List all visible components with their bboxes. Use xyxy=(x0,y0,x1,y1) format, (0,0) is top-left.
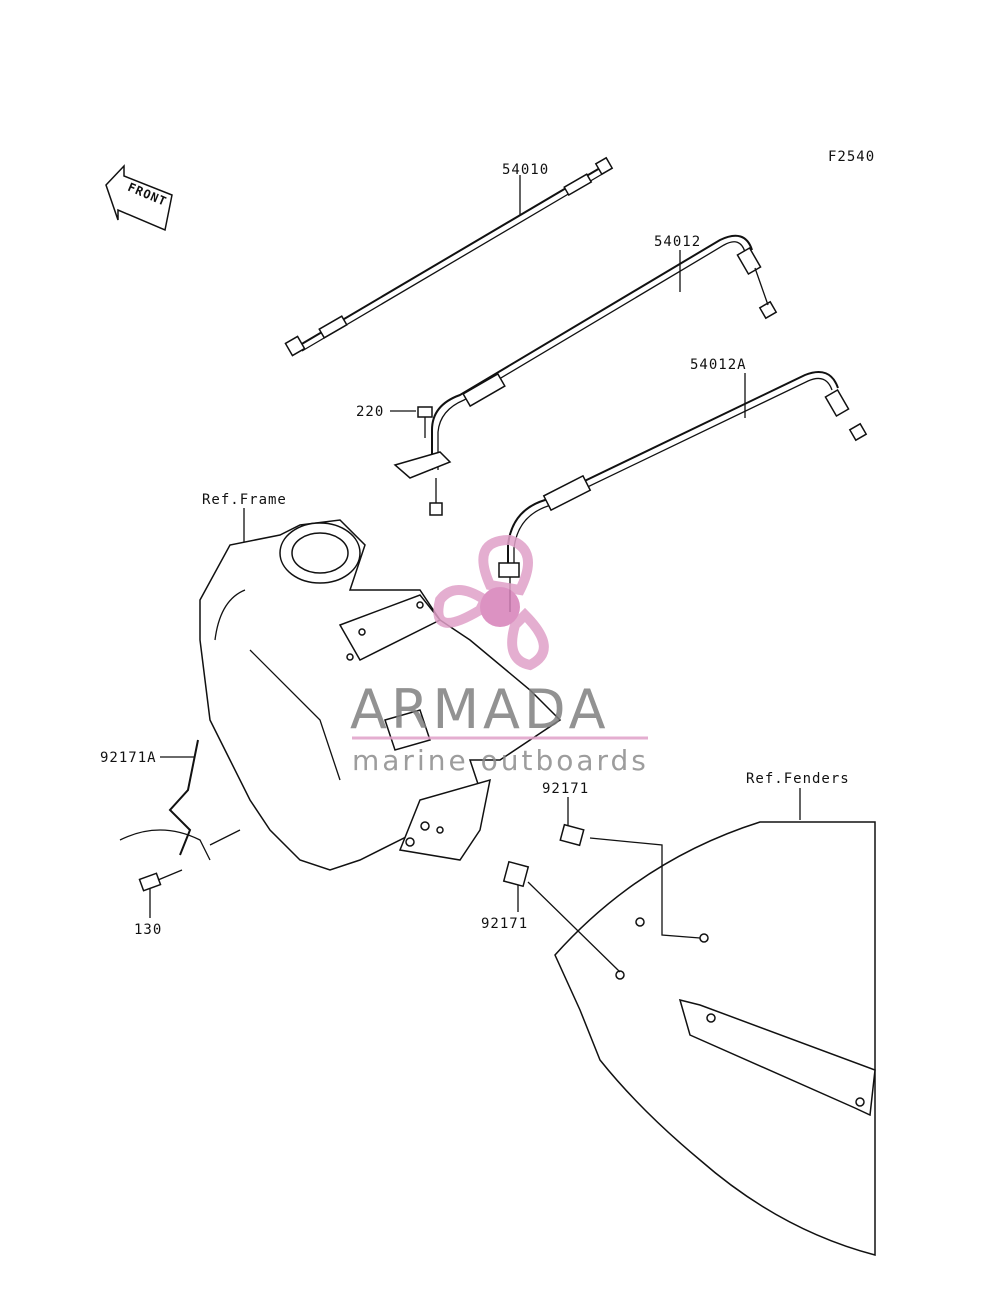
grommet-92171-top xyxy=(559,797,701,939)
label-92171-bottom: 92171 xyxy=(481,916,528,932)
fender-ref xyxy=(554,788,876,1256)
frame-ref xyxy=(199,508,562,871)
diagram-code: F2540 xyxy=(828,149,875,165)
grommet-92171-bottom xyxy=(502,860,621,973)
label-54012A: 54012A xyxy=(690,357,747,373)
cable-54010 xyxy=(284,156,614,357)
propeller-logo-icon xyxy=(433,534,549,671)
label-220: 220 xyxy=(356,404,384,420)
label-ref-frame: Ref.Frame xyxy=(202,492,287,508)
label-92171-top: 92171 xyxy=(542,781,589,797)
bolt-130 xyxy=(138,869,183,918)
watermark: ARMADA marine outboards xyxy=(350,534,649,777)
bolt-220 xyxy=(390,406,433,438)
watermark-tagline: marine outboards xyxy=(352,744,649,777)
label-130: 130 xyxy=(134,922,162,938)
label-92171A: 92171A xyxy=(100,750,157,766)
cable-54012 xyxy=(393,234,778,516)
clip-92171A xyxy=(119,739,241,861)
cable-54012A xyxy=(498,371,868,612)
front-arrow-icon: FRONT xyxy=(105,164,173,232)
label-54010: 54010 xyxy=(502,162,549,178)
label-ref-fenders: Ref.Fenders xyxy=(746,771,850,787)
watermark-brand: ARMADA xyxy=(350,678,610,741)
label-54012: 54012 xyxy=(654,234,701,250)
